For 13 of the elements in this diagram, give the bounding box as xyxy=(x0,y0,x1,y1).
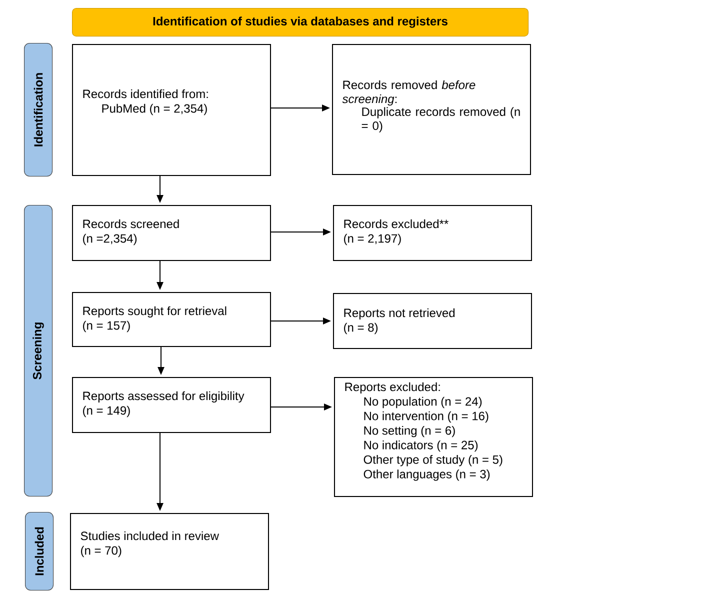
process-box: Records excluded** (n = 2,197) xyxy=(333,205,532,261)
phase-label-band: Screening xyxy=(24,205,53,497)
process-box: Studies included in review (n = 70) xyxy=(70,513,269,590)
phase-label-band: Included xyxy=(25,512,54,591)
process-box: Records identified from: PubMed (n = 2,354) xyxy=(72,44,271,176)
process-box: Records screened (n =2,354) xyxy=(72,205,271,261)
process-box: Reports not retrieved (n = 8) xyxy=(333,293,532,349)
process-box: Reports excluded: No population (n = 24) No intervention (n = 16) No setting (n = 6) No indicators (n = 25) Other type of study (n = 5) Other languages (n = 3) xyxy=(334,377,533,497)
process-box: Reports assessed for eligibility (n = 149) xyxy=(72,377,271,433)
process-box: Reports sought for retrieval (n = 157) xyxy=(72,292,271,347)
process-box: Records removed before screening: Duplicate records removed (n = 0) xyxy=(332,44,531,175)
phase-label-band: Identification xyxy=(24,43,53,177)
section-header-bar: Identification of studies via databases and registers xyxy=(72,8,529,37)
